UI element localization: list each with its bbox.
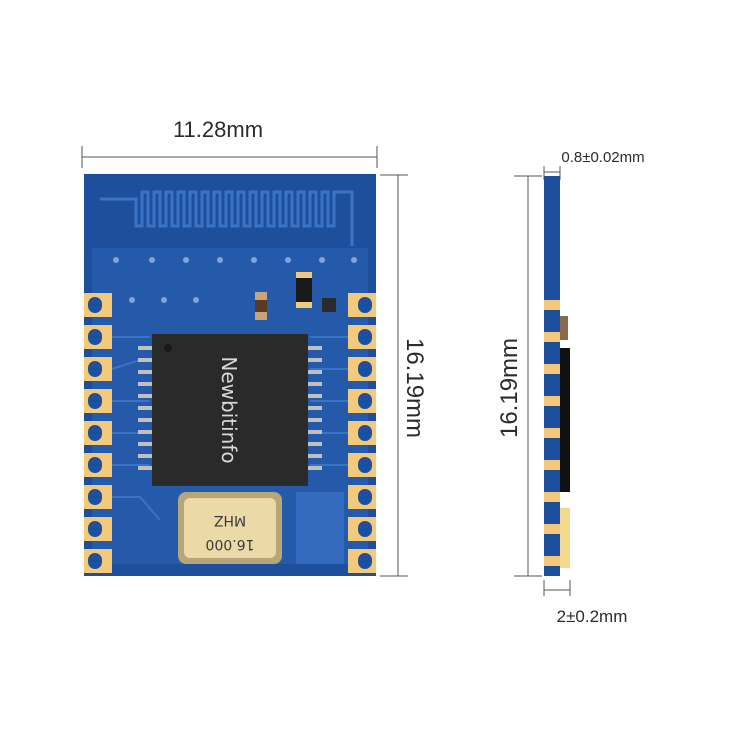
crystal: 16.000 MHZ	[178, 492, 282, 564]
main-chip	[152, 334, 308, 486]
pcb-side	[544, 176, 570, 576]
chip-leads	[138, 346, 322, 470]
height-dimension-front: 16.19mm	[380, 174, 428, 577]
height-label-front: 16.19mm	[401, 338, 428, 438]
side-component	[560, 316, 568, 340]
chip-marking: Newbitinfo	[217, 356, 241, 463]
antenna-trace	[100, 190, 354, 246]
side-chip-profile	[560, 348, 570, 492]
side-crystal-profile	[560, 508, 570, 568]
thickness-label: 0.8±0.02mm	[561, 149, 644, 166]
smd-inductor	[296, 272, 312, 308]
depth-label: 2±0.2mm	[557, 607, 628, 626]
crystal-frequency: 16.000	[206, 536, 255, 552]
crystal-unit: MHZ	[214, 512, 246, 528]
thickness-dimension: 0.8±0.02mm	[543, 149, 645, 180]
pcb-front: Newbitinfo 16.000 MHZ	[84, 174, 376, 576]
width-label: 11.28mm	[173, 117, 263, 142]
height-label-side: 16.19mm	[496, 338, 523, 438]
height-dimension-side: 16.19mm	[496, 175, 542, 577]
depth-dimension: 2±0.2mm	[543, 580, 628, 626]
width-dimension: 11.28mm	[81, 117, 378, 168]
